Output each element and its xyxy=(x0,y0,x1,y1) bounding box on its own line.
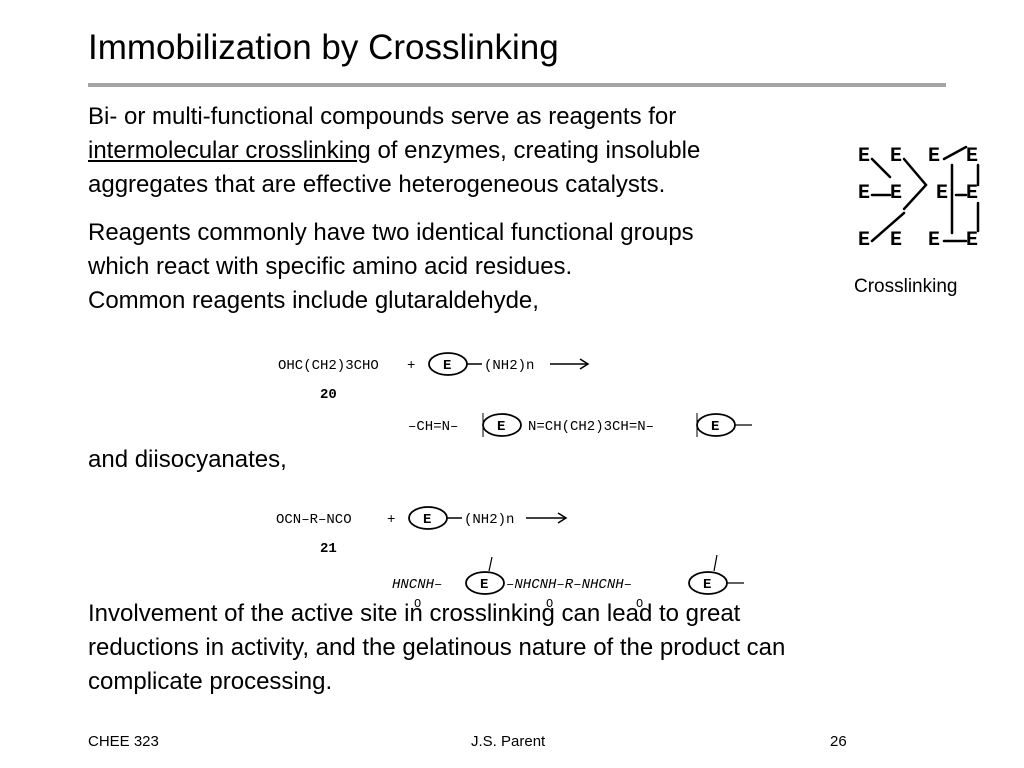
product-middle: –NHCNH–R–NHCNH– xyxy=(506,577,632,593)
enzyme-node: E xyxy=(928,145,940,168)
enzyme-letter: E xyxy=(480,577,488,593)
paragraph-diisocyanates: and diisocyanates, xyxy=(88,446,287,473)
crosslink-bonds xyxy=(870,145,980,243)
enzyme-node: E xyxy=(936,182,948,205)
paragraph-intro: Bi- or multi-functional compounds serve … xyxy=(88,100,700,202)
underlined-term: intermolecular crosslinking xyxy=(88,137,371,164)
plus-sign: + xyxy=(407,358,415,374)
carbonyl-oxygen: O xyxy=(546,597,553,611)
footer-course: CHEE 323 xyxy=(88,733,159,750)
enzyme-node: E xyxy=(966,229,978,252)
reagents-line-1: Reagents commonly have two identical fun… xyxy=(88,219,694,246)
enzyme-node: E xyxy=(890,145,902,168)
active-site-line-1: Involvement of the active site in crossl… xyxy=(88,600,741,627)
figure-caption: Crosslinking xyxy=(854,276,957,297)
plus-sign: + xyxy=(387,512,395,528)
carbonyl-oxygen: O xyxy=(414,597,421,611)
enzyme-node: E xyxy=(858,182,870,205)
enzyme-node: E xyxy=(858,145,870,168)
glutaraldehyde-scheme: OHC(CH2)3CHO + E (NH2)n 20 –CH=N– E N=CH… xyxy=(278,352,752,437)
intro-line-1: Bi- or multi-functional compounds serve … xyxy=(88,103,677,130)
paragraph-reagents: Reagents commonly have two identical fun… xyxy=(88,216,694,318)
slide-title: Immobilization by Crosslinking xyxy=(88,28,559,67)
diisocyanate-formula: OCN–R–NCO xyxy=(276,512,352,528)
diisocyanate-scheme: OCN–R–NCO + E (NH2)n 21 HNCNH– E –NHCNH–… xyxy=(276,506,744,611)
enzyme-node: E xyxy=(890,229,902,252)
intro-line-3: aggregates that are effective heterogene… xyxy=(88,171,666,198)
carbonyl-oxygen: O xyxy=(636,597,643,611)
footer-page-number: 26 xyxy=(830,733,847,750)
footer-author: J.S. Parent xyxy=(471,733,546,750)
enzyme-letter: E xyxy=(423,512,431,528)
active-site-line-3: complicate processing. xyxy=(88,668,333,695)
enzyme-node: E xyxy=(966,145,978,168)
amine-group: (NH2)n xyxy=(464,512,514,528)
compound-number: 21 xyxy=(320,541,337,557)
crosslinking-figure: E E E E E E E E E E E E Crosslinking xyxy=(854,145,980,297)
enzyme-node: E xyxy=(966,182,978,205)
enzyme-ellipse xyxy=(465,571,505,595)
enzyme-node: E xyxy=(928,229,940,252)
product-start: HNCNH– xyxy=(392,577,442,593)
compound-number: 20 xyxy=(320,387,337,403)
title-divider xyxy=(88,83,946,87)
active-site-line-2: reductions in activity, and the gelatino… xyxy=(88,634,786,661)
enzyme-letter: E xyxy=(497,419,505,435)
glutaraldehyde-formula: OHC(CH2)3CHO xyxy=(278,358,379,374)
enzyme-node: E xyxy=(890,182,902,205)
enzyme-letter: E xyxy=(443,358,451,374)
enzyme-letter: E xyxy=(703,577,711,593)
paragraph-active-site: Involvement of the active site in crossl… xyxy=(88,597,785,699)
product-start: –CH=N– xyxy=(408,419,458,435)
intro-line-2: intermolecular crosslinking of enzymes, … xyxy=(88,134,700,168)
reagents-line-3: Common reagents include glutaraldehyde, xyxy=(88,287,539,314)
amine-group: (NH2)n xyxy=(484,358,534,374)
enzyme-node: E xyxy=(858,229,870,252)
product-middle: N=CH(CH2)3CH=N– xyxy=(528,419,654,435)
enzyme-letter: E xyxy=(711,419,719,435)
reagents-line-2: which react with specific amino acid res… xyxy=(88,253,573,280)
intro-line-2-rest: of enzymes, creating insoluble xyxy=(370,137,701,164)
